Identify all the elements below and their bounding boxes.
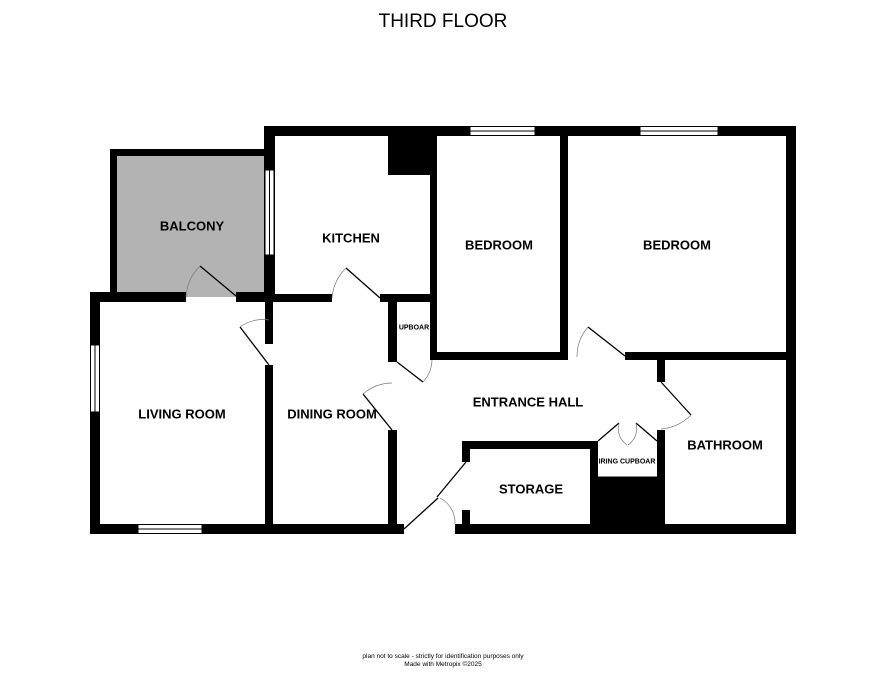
room-label-balcony: BALCONY <box>159 218 225 234</box>
room-label-dining-room: DINING ROOM <box>287 406 377 422</box>
room-label-bathroom: BATHROOM <box>687 437 763 453</box>
room-label-cupboard: UPBOAR <box>398 324 430 332</box>
footer-credit: Made with Metropix ©2025 <box>404 661 482 668</box>
room-label-bedroom-1: BEDROOM <box>465 237 533 253</box>
room-label-living-room: LIVING ROOM <box>138 406 226 422</box>
doors <box>185 265 692 530</box>
window-lines <box>94 130 718 530</box>
balcony-area <box>117 155 267 297</box>
room-label-storage: STORAGE <box>498 481 564 497</box>
floor-title: THIRD FLOOR <box>378 11 508 32</box>
room-label-bedroom-2: BEDROOM <box>643 237 711 253</box>
room-label-kitchen: KITCHEN <box>322 230 380 246</box>
footer-disclaimer: plan not to scale - strictly for identif… <box>362 653 524 660</box>
room-label-entrance-hall: ENTRANCE HALL <box>472 394 584 410</box>
room-label-airing-cupboard: IRING CUPBOAR <box>598 458 656 466</box>
footer: plan not to scale - strictly for identif… <box>0 653 886 669</box>
